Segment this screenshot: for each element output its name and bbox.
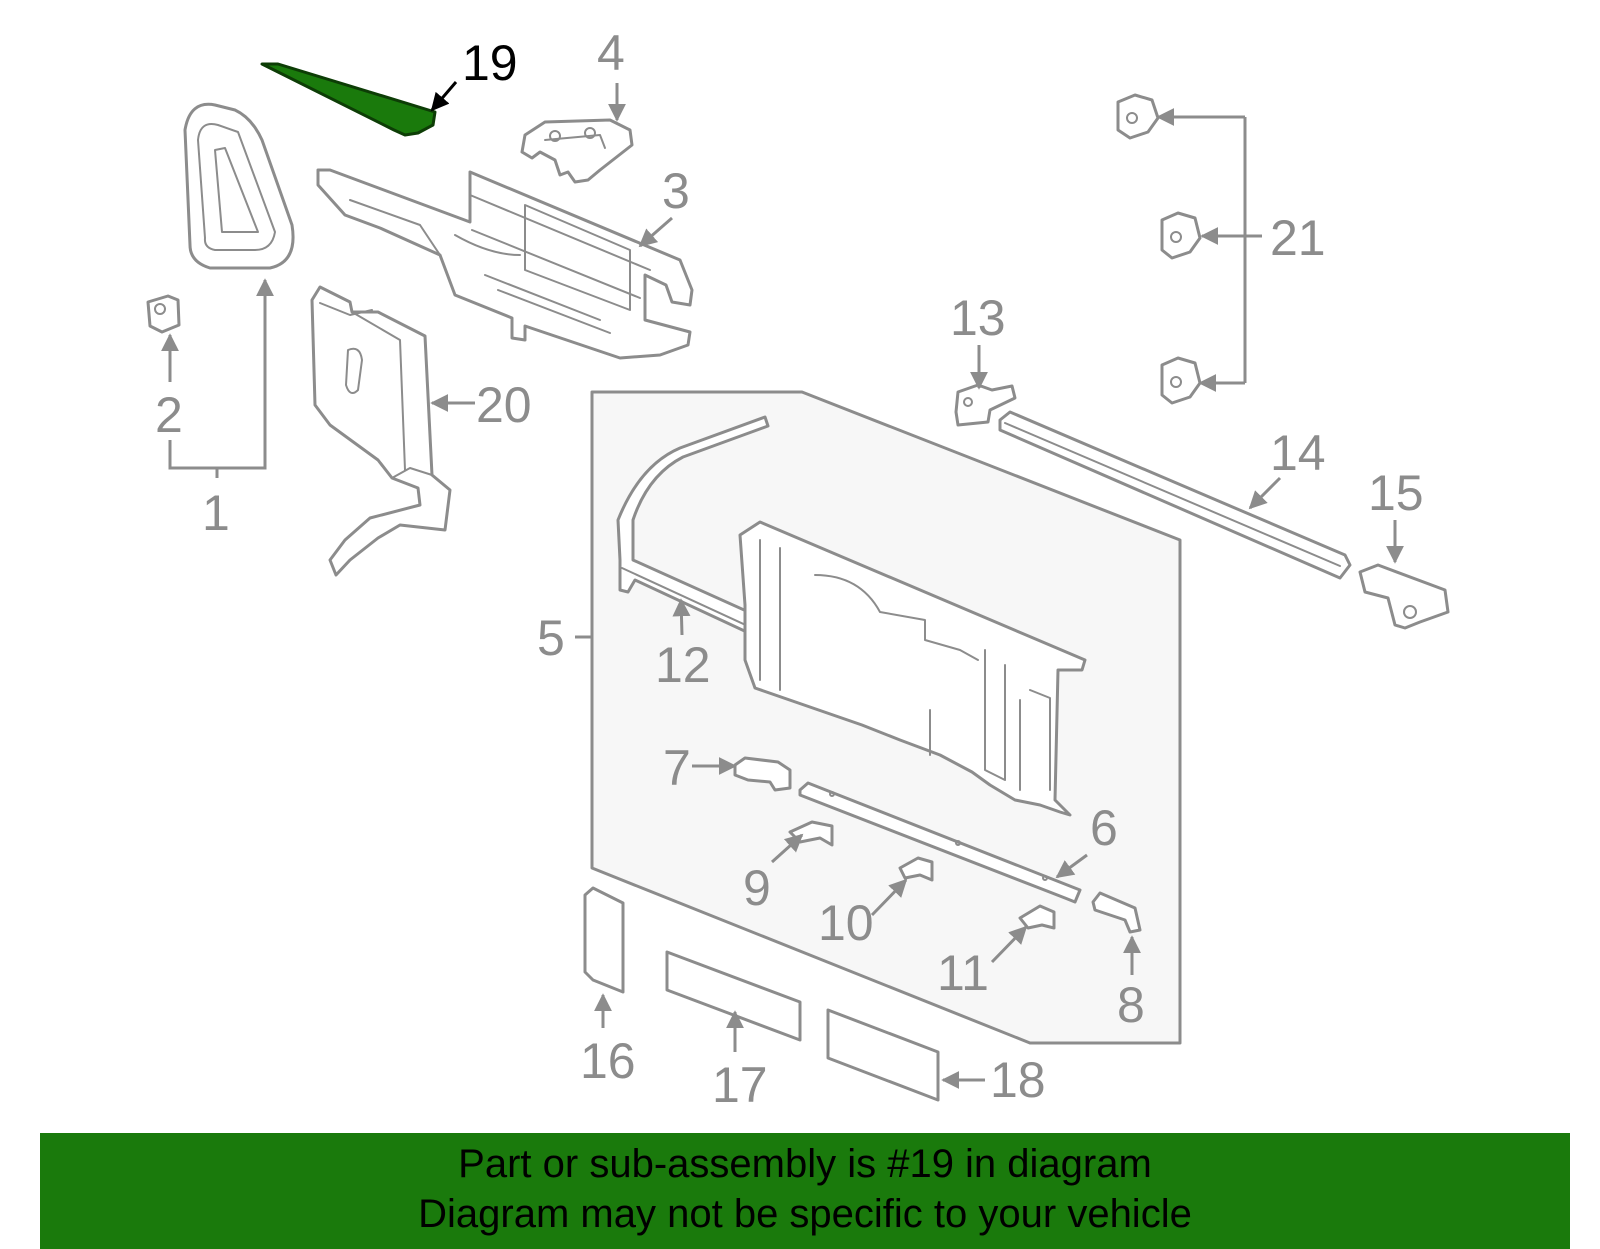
part-2-clip[interactable] <box>146 294 181 334</box>
part-18-pad[interactable] <box>826 1008 940 1102</box>
part-3-cowl-panel[interactable] <box>316 168 694 360</box>
part-1-gasket[interactable] <box>183 102 295 270</box>
callout-9: 9 <box>743 860 771 916</box>
callout-20: 20 <box>476 377 532 433</box>
part-4-bracket[interactable] <box>520 118 634 184</box>
callout-4: 4 <box>597 25 625 81</box>
callout-1: 1 <box>202 485 230 541</box>
part-19-highlighted[interactable] <box>260 62 437 137</box>
part-10-clip[interactable] <box>898 856 934 882</box>
callout-5: 5 <box>537 610 565 666</box>
callout-3: 3 <box>662 163 690 219</box>
callout-10: 10 <box>818 895 874 951</box>
banner-line-1: Part or sub-assembly is #19 in diagram <box>458 1142 1152 1186</box>
callout-17: 17 <box>712 1057 768 1113</box>
callout-15: 15 <box>1368 465 1424 521</box>
part-20-duct[interactable] <box>310 285 452 577</box>
callout-16: 16 <box>580 1033 636 1089</box>
callout-21: 21 <box>1270 210 1326 266</box>
part-21-clip-top[interactable] <box>1116 93 1160 140</box>
part-8-bracket[interactable] <box>1091 891 1142 934</box>
callout-18: 18 <box>990 1052 1046 1108</box>
part-7-bracket[interactable] <box>733 756 792 792</box>
callout-19: 19 <box>462 35 518 91</box>
callout-6: 6 <box>1090 800 1118 856</box>
part-21-clip-bottom[interactable] <box>1160 356 1202 405</box>
callout-2: 2 <box>155 387 183 443</box>
part-14-rail[interactable] <box>998 410 1352 580</box>
callout-7: 7 <box>663 740 691 796</box>
banner-line-2: Diagram may not be specific to your vehi… <box>418 1192 1192 1236</box>
callout-12: 12 <box>655 637 711 693</box>
part-17-pad[interactable] <box>665 950 802 1042</box>
callout-11: 11 <box>937 945 989 1001</box>
leader-lines <box>161 81 1404 1089</box>
part-5-main-panel[interactable] <box>738 520 1087 817</box>
part-16-pad[interactable] <box>583 886 625 994</box>
part-6-strip[interactable] <box>798 781 1082 904</box>
part-15-bracket[interactable] <box>1358 563 1450 630</box>
part-21-clip-middle[interactable] <box>1160 211 1202 260</box>
callout-13: 13 <box>950 290 1006 346</box>
callout-8: 8 <box>1117 977 1145 1033</box>
part-11-clip[interactable] <box>1018 904 1056 930</box>
info-banner: Part or sub-assembly is #19 in diagram D… <box>40 1133 1570 1249</box>
callout-14: 14 <box>1270 425 1326 481</box>
